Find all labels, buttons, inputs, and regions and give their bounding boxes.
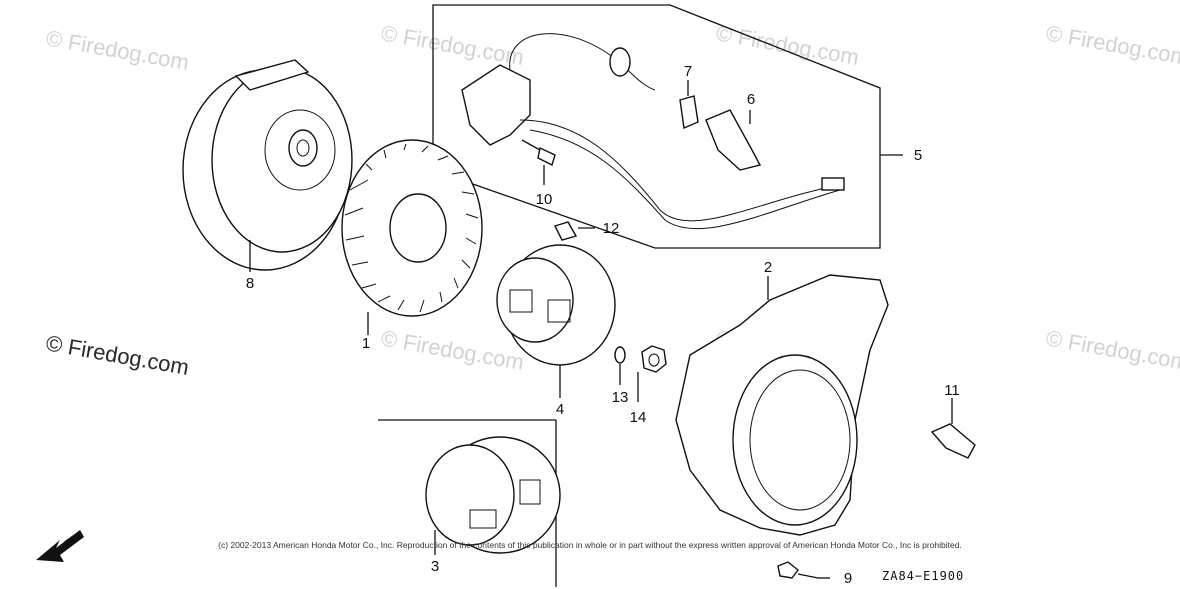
clip-12-part	[554, 221, 595, 241]
bolt-10-part	[521, 139, 556, 185]
watermark-text: © Firedog.com	[714, 20, 861, 70]
callout-7: 7	[684, 63, 692, 80]
starter-pulley-part	[496, 244, 616, 398]
front-direction-arrow: FR.	[36, 530, 84, 562]
callout-5: 5	[914, 147, 922, 164]
ignition-coil-part	[461, 33, 845, 230]
callout-6: 6	[747, 91, 755, 108]
callout-labels: 1 2 3 4 5 6 7 8 9 10 11 12 13 14	[246, 63, 960, 587]
callout-10: 10	[536, 191, 553, 208]
callout-1: 1	[362, 335, 370, 352]
bolt-9-part	[777, 561, 830, 579]
starter-cup-part	[425, 436, 561, 555]
bracket-11-part	[930, 398, 976, 459]
watermark-text: © Firedog.com	[379, 325, 526, 375]
flywheel-part	[182, 59, 353, 272]
callout-4: 4	[556, 401, 564, 418]
callout-13: 13	[612, 389, 629, 406]
diagram-code: ZA84−E1900	[882, 569, 964, 583]
callout-14: 14	[630, 409, 647, 426]
clip-part	[679, 80, 699, 130]
callout-8: 8	[246, 275, 254, 292]
callout-3: 3	[431, 558, 439, 575]
cooling-fan-part	[341, 139, 483, 335]
spark-plug-cap-part	[705, 109, 762, 171]
nut-14-part	[614, 345, 667, 402]
copyright-notice: (c) 2002-2013 American Honda Motor Co., …	[218, 540, 962, 550]
watermark-text: © Firedog.com	[1044, 20, 1180, 70]
watermark-text: © Firedog.com	[1044, 325, 1180, 375]
watermark-text-dark: © Firedog.com	[44, 330, 191, 380]
callout-11: 11	[944, 382, 960, 399]
callout-2: 2	[764, 259, 772, 276]
fan-cover-part	[675, 274, 889, 536]
callout-9: 9	[844, 570, 852, 587]
callout-12: 12	[603, 220, 620, 237]
watermark-text: © Firedog.com	[379, 20, 526, 70]
watermark-text: © Firedog.com	[44, 25, 191, 75]
